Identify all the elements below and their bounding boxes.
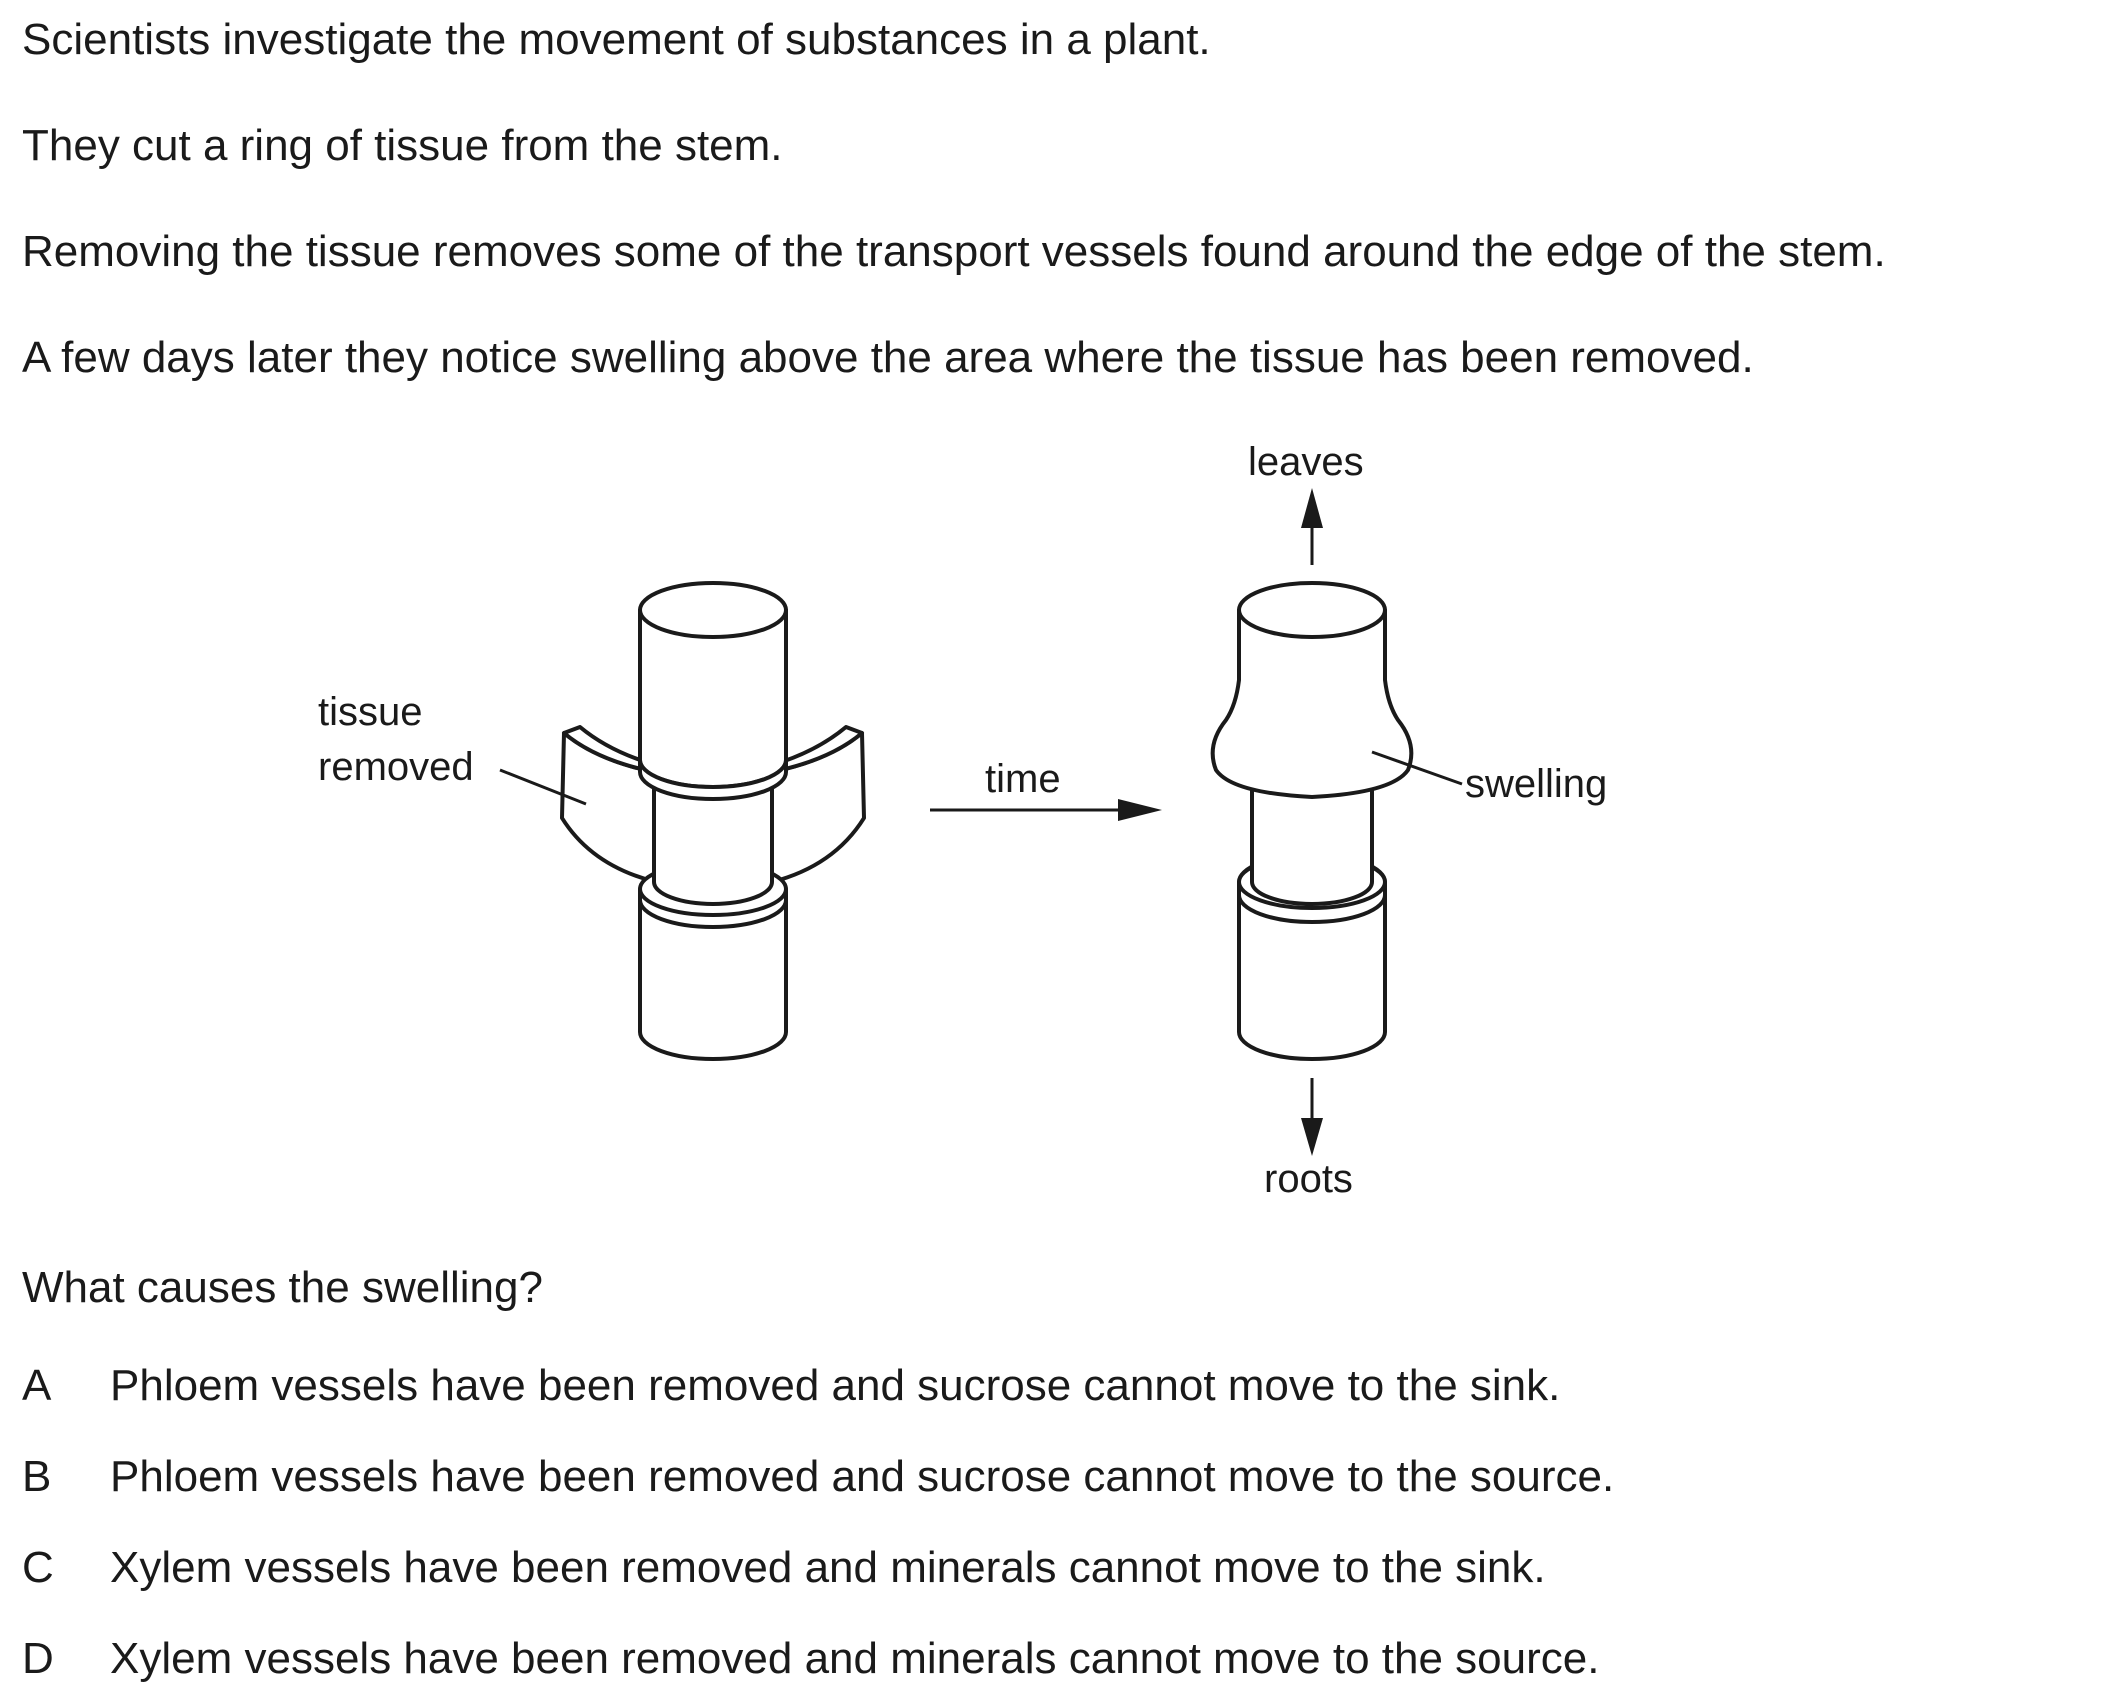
intro-sentence-4: A few days later they notice swelling ab…	[22, 333, 1754, 382]
left-removed-tissue-right-piece	[770, 725, 866, 884]
right-stem-swollen-top-segment	[1210, 581, 1414, 799]
option-letter: A	[22, 1361, 52, 1410]
option-d[interactable]: D Xylem vessels have been removed and min…	[22, 1633, 1599, 1685]
option-b[interactable]: B Phloem vessels have been removed and su…	[22, 1451, 1614, 1503]
roots-label: roots	[1264, 1157, 1353, 1201]
option-letter: D	[22, 1634, 54, 1683]
intro-sentence-1: Scientists investigate the movement of s…	[22, 15, 1211, 64]
option-a[interactable]: A Phloem vessels have been removed and su…	[22, 1360, 1560, 1412]
time-label: time	[985, 757, 1061, 801]
left-stem-bottom-segment	[638, 898, 788, 1061]
option-letter: C	[22, 1543, 54, 1592]
intro-sentence-3: Removing the tissue removes some of the …	[22, 227, 1886, 276]
left-stem-lower-ledge	[638, 770, 788, 929]
leaves-label: leaves	[1248, 440, 1364, 484]
tissue-removed-leader-line	[499, 768, 587, 806]
swelling-label: swelling	[1465, 762, 1607, 806]
option-text: Phloem vessels have been removed and suc…	[110, 1452, 1615, 1501]
left-stem-top-segment	[638, 581, 788, 801]
option-c[interactable]: C Xylem vessels have been removed and min…	[22, 1542, 1546, 1594]
option-text: Phloem vessels have been removed and suc…	[110, 1361, 1561, 1410]
option-text: Xylem vessels have been removed and mine…	[110, 1543, 1546, 1592]
roots-arrow-head	[1301, 1118, 1323, 1156]
option-text: Xylem vessels have been removed and mine…	[110, 1634, 1600, 1683]
tissue-label-line2: removed	[318, 745, 474, 789]
leaves-arrow-head	[1301, 488, 1323, 528]
swelling-leader-line	[1371, 750, 1463, 786]
right-stem-exposed-core	[1250, 783, 1374, 906]
question-text: What causes the swelling?	[22, 1263, 543, 1312]
intro-sentence-2: They cut a ring of tissue from the stem.	[22, 121, 783, 170]
option-letter: B	[22, 1452, 52, 1501]
tissue-label-line1: tissue	[318, 690, 423, 734]
time-arrow-head	[1118, 799, 1162, 821]
